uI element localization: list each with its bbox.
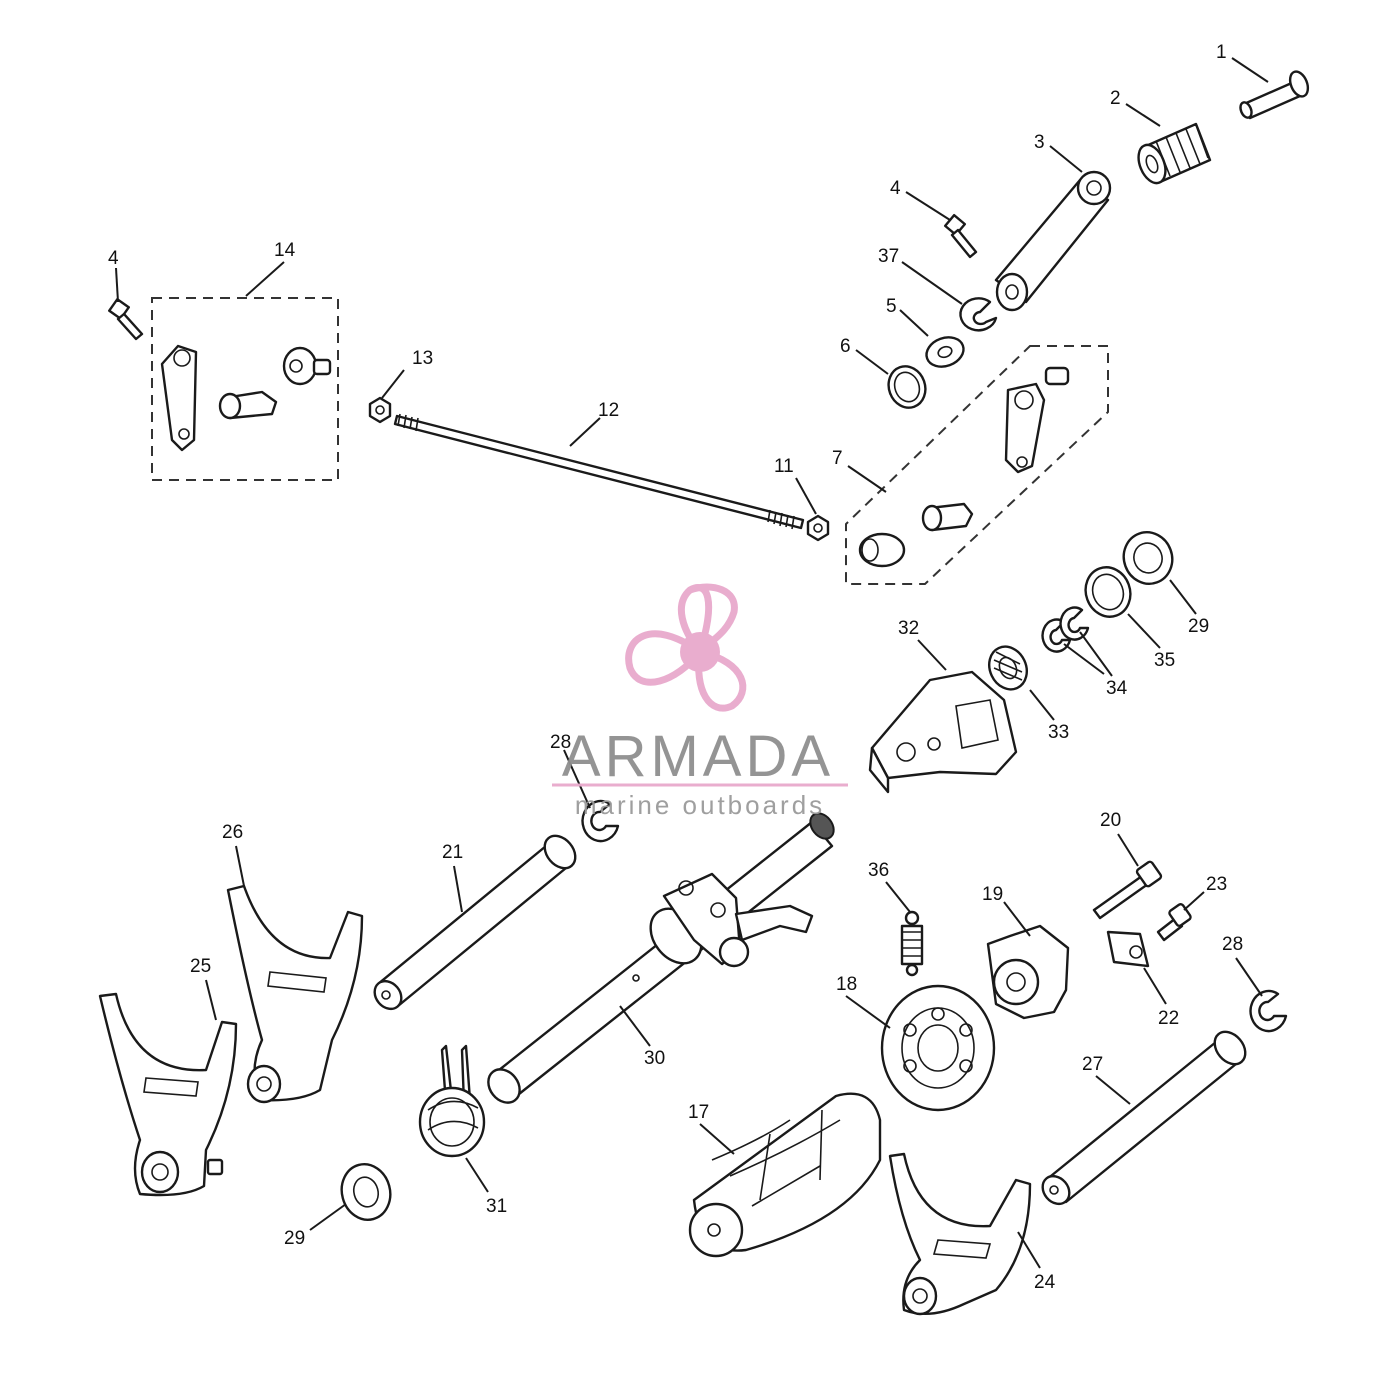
- part-17-selector-drum: [688, 1092, 882, 1258]
- callout-23: 23: [1206, 874, 1227, 895]
- callout-2: 2: [1110, 88, 1121, 109]
- part-32-selector-plate: [868, 670, 1018, 794]
- callout-13: 13: [412, 348, 433, 369]
- part-29-washer-bottom: [340, 1163, 392, 1221]
- callout-18: 18: [836, 974, 857, 995]
- part-7-linkage-kit: [845, 345, 1109, 585]
- part-35-o-ring: [1084, 566, 1132, 618]
- part-4-bolt-right: [943, 213, 978, 259]
- part-24-shift-fork: [888, 1152, 1032, 1316]
- part-36-spring: [900, 910, 924, 977]
- part-37-circlip: [959, 297, 998, 332]
- part-20-bolt: [1092, 860, 1163, 920]
- part-30-shift-shaft: [487, 812, 835, 1104]
- callout-34: 34: [1106, 678, 1128, 699]
- callout-20: 20: [1100, 810, 1121, 831]
- callout-29-right: 29: [1188, 616, 1209, 637]
- callout-24: 24: [1034, 1272, 1056, 1293]
- callout-26: 26: [222, 822, 243, 843]
- callout-28-top: 28: [550, 732, 571, 753]
- callout-36: 36: [868, 860, 889, 881]
- leader-lines: [115, 57, 1269, 1269]
- part-18-bearing: [880, 984, 996, 1112]
- callout-29-bottom: 29: [284, 1228, 305, 1249]
- callout-25: 25: [190, 956, 211, 977]
- part-19-detent: [986, 924, 1070, 1020]
- callout-19: 19: [982, 884, 1003, 905]
- part-33-spring: [988, 645, 1028, 691]
- callout-14: 14: [274, 240, 296, 261]
- callout-37: 37: [878, 246, 899, 267]
- part-28-circlip-right: [1249, 989, 1288, 1033]
- part-6-o-ring: [887, 365, 927, 409]
- callout-32: 32: [898, 618, 919, 639]
- part-21-shaft: [373, 834, 577, 1011]
- callout-4-left: 4: [108, 248, 119, 269]
- callout-6: 6: [840, 336, 851, 357]
- part-29-washer-right: [1122, 531, 1174, 585]
- callout-35: 35: [1154, 650, 1175, 671]
- part-11-nut: [806, 514, 830, 542]
- part-5-washer: [925, 336, 965, 368]
- callout-11: 11: [774, 456, 794, 477]
- part-4-bolt-left: [108, 298, 144, 341]
- part-31-torsion-spring: [418, 1044, 486, 1158]
- watermark-tagline: marine outboards: [575, 790, 825, 820]
- callout-1: 1: [1216, 42, 1227, 63]
- watermark-brand: ARMADA: [562, 724, 834, 789]
- part-12-rod: [393, 413, 805, 530]
- callout-labels: 1 2 3 4 4 5 6 7 11 12 13 14 17 18 19 20 …: [108, 42, 1243, 1293]
- callout-30: 30: [644, 1048, 665, 1069]
- part-14-linkage-kit: [151, 297, 339, 481]
- propeller-logo-icon: [625, 583, 747, 712]
- callout-7: 7: [832, 448, 843, 469]
- part-25-shift-fork: [98, 992, 238, 1197]
- callout-33: 33: [1048, 722, 1069, 743]
- part-22-tab-washer: [1106, 930, 1150, 968]
- part-26-shift-fork: [226, 884, 364, 1104]
- callout-31: 31: [486, 1196, 507, 1217]
- callout-22: 22: [1158, 1008, 1179, 1029]
- part-28-circlip-top: [581, 799, 620, 843]
- part-27-shaft: [1041, 1030, 1247, 1206]
- callout-17: 17: [688, 1102, 709, 1123]
- part-3-lever: [994, 170, 1112, 312]
- part-1-pin: [1239, 70, 1310, 120]
- part-34-circlips: [1041, 606, 1090, 653]
- callout-4-right: 4: [890, 178, 901, 199]
- callout-3: 3: [1034, 132, 1045, 153]
- callout-5: 5: [886, 296, 897, 317]
- part-13-nut: [368, 396, 392, 424]
- part-2-spring: [1137, 122, 1212, 185]
- callout-12: 12: [598, 400, 619, 421]
- callout-21: 21: [442, 842, 463, 863]
- callout-27: 27: [1082, 1054, 1103, 1075]
- watermark: ARMADA marine outboards: [552, 583, 848, 820]
- callout-28-right: 28: [1222, 934, 1243, 955]
